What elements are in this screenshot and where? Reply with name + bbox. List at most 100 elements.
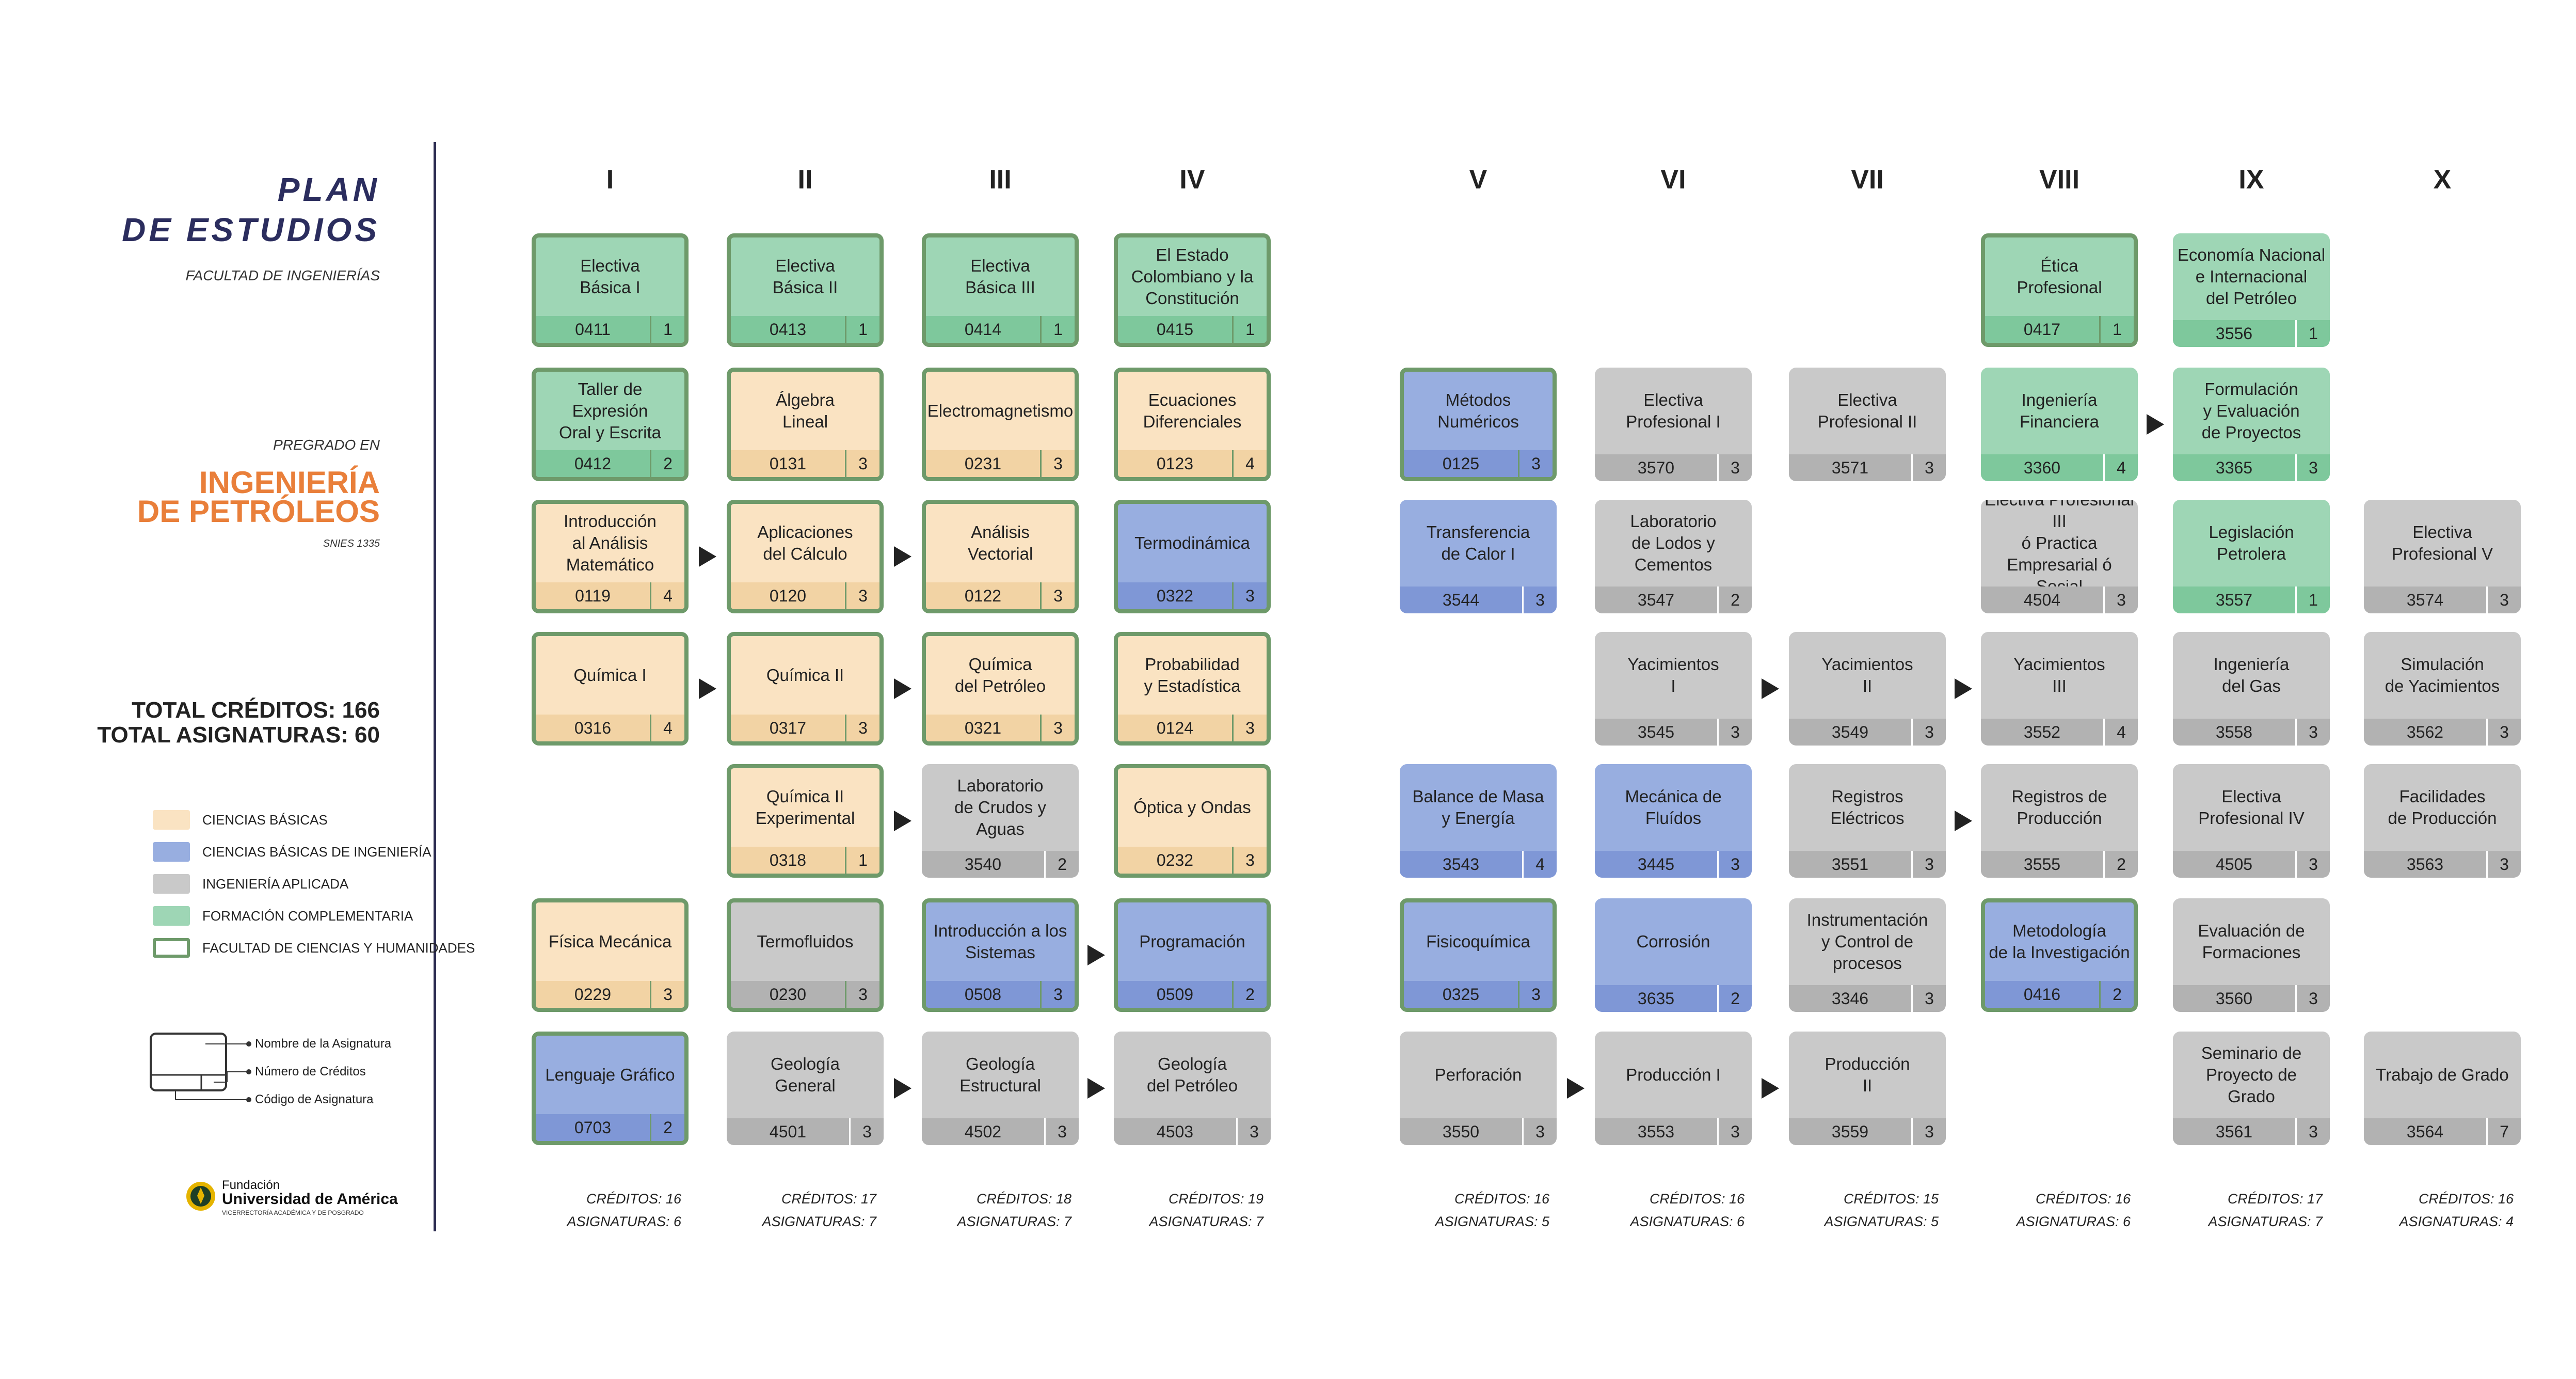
course-code: 0231 (964, 454, 1002, 473)
logo-line1: Fundación (222, 1178, 280, 1192)
prerequisite-arrow-icon (1955, 678, 1972, 699)
university-seal-icon (186, 1182, 215, 1211)
total-creditos: TOTAL CRÉDITOS: 166 (132, 698, 380, 723)
course-credits: 4 (1522, 851, 1557, 878)
course-code: 0415 (1156, 320, 1194, 339)
course-credits: 3 (2295, 454, 2330, 481)
legend-label: CIENCIAS BÁSICAS (202, 812, 328, 828)
course-name: Programación (1139, 932, 1245, 951)
course-credits: 3 (1911, 719, 1946, 746)
course-credits: 2 (2103, 851, 2138, 878)
plan-title-line2: DE ESTUDIOS (122, 211, 380, 248)
course-credits: 2 (1232, 981, 1267, 1008)
course-credits: 3 (650, 981, 684, 1008)
course-code: 3553 (1637, 1122, 1675, 1141)
course-credits: 3 (1911, 985, 1946, 1012)
prerequisite-arrow-icon (894, 546, 911, 567)
course-code: 4502 (964, 1122, 1002, 1141)
course-code: 3540 (964, 854, 1002, 874)
course-credits: 1 (1040, 316, 1075, 343)
course-code: 3543 (1442, 854, 1480, 874)
course-code: 3550 (1442, 1122, 1480, 1141)
semester-subjects: ASIGNATURAS: 6 (2016, 1214, 2131, 1229)
prerequisite-arrow-icon (894, 678, 911, 699)
course-code: 3562 (2406, 722, 2444, 741)
course-code: 3365 (2215, 458, 2253, 477)
prerequisite-arrow-icon (699, 678, 716, 699)
